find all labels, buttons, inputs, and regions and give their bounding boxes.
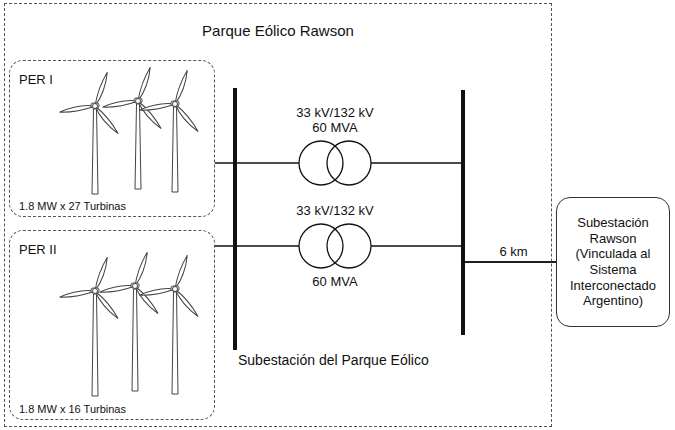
turbine-blade (136, 67, 152, 102)
power-rating: 60 MVA (312, 274, 357, 289)
turbine-blade (133, 285, 159, 315)
turbine-tower (135, 104, 141, 189)
turbine-nacelle (171, 286, 179, 291)
turbine-blade (93, 105, 119, 135)
turbine-blade (102, 99, 138, 109)
substation-label: Subestación del Parque Eólico (238, 352, 429, 368)
substation-name: Subestación Rawson (Vinculada al Sistema… (562, 215, 664, 309)
turbine-blade (133, 252, 149, 287)
turbine-blade (173, 103, 199, 133)
transformer: 33 kV/132 kV 60 MVA (285, 203, 385, 289)
power-rating: 60 MVA (312, 120, 357, 135)
turbine-blade (173, 255, 189, 290)
turbine-illustration (10, 231, 214, 419)
wind-turbine (139, 70, 199, 192)
turbine-blade (59, 104, 95, 114)
voltage-ratio: 33 kV/132 kV (296, 105, 373, 120)
wind-turbine (139, 255, 199, 394)
turbine-tower (92, 109, 98, 194)
turbine-hub (173, 287, 178, 292)
turbine-nacelle (131, 283, 139, 288)
turbine-group: PER I 1.8 MW x 27 Turbinas (9, 60, 215, 217)
group-rating: 1.8 MW x 27 Turbinas (19, 200, 126, 212)
group-rating: 1.8 MW x 16 Turbinas (19, 403, 126, 415)
turbine-nacelle (171, 101, 179, 106)
distance-label: 6 km (497, 244, 529, 259)
turbine-hub (93, 104, 98, 109)
transformer-symbol (285, 137, 385, 189)
turbine-group: PER II 1.8 MW x 16 Turbinas (9, 230, 215, 420)
turbine-blade (93, 72, 109, 107)
connector-line (215, 245, 299, 246)
wind-turbine (102, 67, 162, 189)
turbine-blade (93, 257, 109, 292)
turbine-blade (99, 284, 135, 294)
transformer-symbol (285, 220, 385, 272)
winding-circle (299, 224, 343, 268)
area-title: Parque Eólico Rawson (5, 22, 551, 39)
connector-line (371, 163, 556, 262)
turbine-tower (92, 294, 98, 396)
busbar (233, 88, 237, 350)
transformer-bounds (299, 224, 371, 268)
winding-circle (327, 224, 371, 268)
turbine-hub (173, 102, 178, 107)
turbine-tower (132, 289, 138, 391)
group-name: PER I (19, 72, 53, 87)
wind-turbine (99, 252, 159, 391)
transformer: 33 kV/132 kV60 MVA (285, 105, 385, 191)
wind-turbine (59, 257, 119, 396)
winding-circle (299, 141, 343, 185)
turbine-tower (172, 292, 178, 394)
turbine-blade (173, 70, 189, 105)
substation-box: Subestación Rawson (Vinculada al Sistema… (556, 197, 670, 327)
turbine-hub (133, 284, 138, 289)
voltage-ratio: 33 kV/132 kV (296, 203, 373, 218)
wind-turbine (59, 72, 119, 194)
connector-line (215, 162, 299, 163)
turbine-nacelle (91, 103, 99, 108)
turbine-hub (93, 289, 98, 294)
turbine-blade (59, 289, 95, 299)
turbine-blade (173, 288, 199, 318)
turbine-hub (136, 99, 141, 104)
turbine-nacelle (91, 288, 99, 293)
turbine-blade (139, 287, 175, 297)
winding-circle (327, 141, 371, 185)
turbine-blade (93, 290, 119, 320)
turbine-blade (139, 102, 175, 112)
turbine-tower (172, 107, 178, 192)
group-name: PER II (19, 242, 57, 257)
transformer-bounds (299, 141, 371, 185)
turbine-nacelle (134, 98, 142, 103)
